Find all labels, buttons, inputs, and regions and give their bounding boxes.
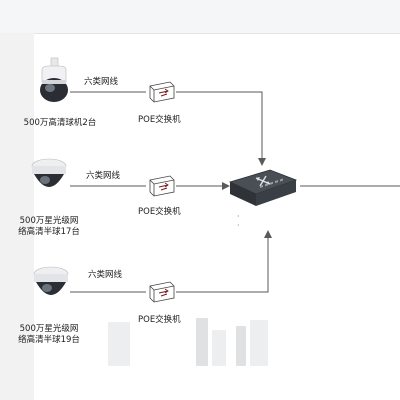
camera-label-1: 500万高清球机2台 (23, 118, 97, 128)
dome-camera-icon (33, 266, 69, 295)
background-rack (108, 322, 130, 366)
core-switch-icon (228, 169, 298, 206)
poe-switch-icon (149, 81, 175, 103)
cable-label-3: 六类网线 (88, 270, 123, 280)
decorative-dots: ·· (237, 212, 241, 230)
left-stripe (0, 33, 34, 400)
dome-camera-icon (31, 158, 67, 187)
background-rack (196, 318, 208, 366)
background-rack (212, 330, 226, 366)
poe-switch-label-1: POE交换机 (138, 115, 181, 125)
camera-label-2: 500万星光级网 络高清半球17台 (18, 216, 80, 237)
top-band (0, 0, 400, 34)
uplink-line-1 (176, 91, 266, 166)
background-rack (250, 320, 268, 366)
poe-switch-label-2: POE交换机 (138, 207, 181, 217)
poe-switch-icon (149, 175, 175, 197)
cable-label-1: 六类网线 (84, 77, 119, 87)
poe-switch-label-3: POE交换机 (138, 315, 181, 325)
uplink-line-3 (176, 230, 272, 293)
poe-switch-icon (149, 281, 175, 303)
speed-dome-camera-icon (40, 57, 68, 102)
cable-label-2: 六类网线 (86, 171, 121, 181)
camera-label-3: 500万星光级网 络高清半球19台 (18, 324, 80, 345)
background-rack (236, 326, 246, 366)
